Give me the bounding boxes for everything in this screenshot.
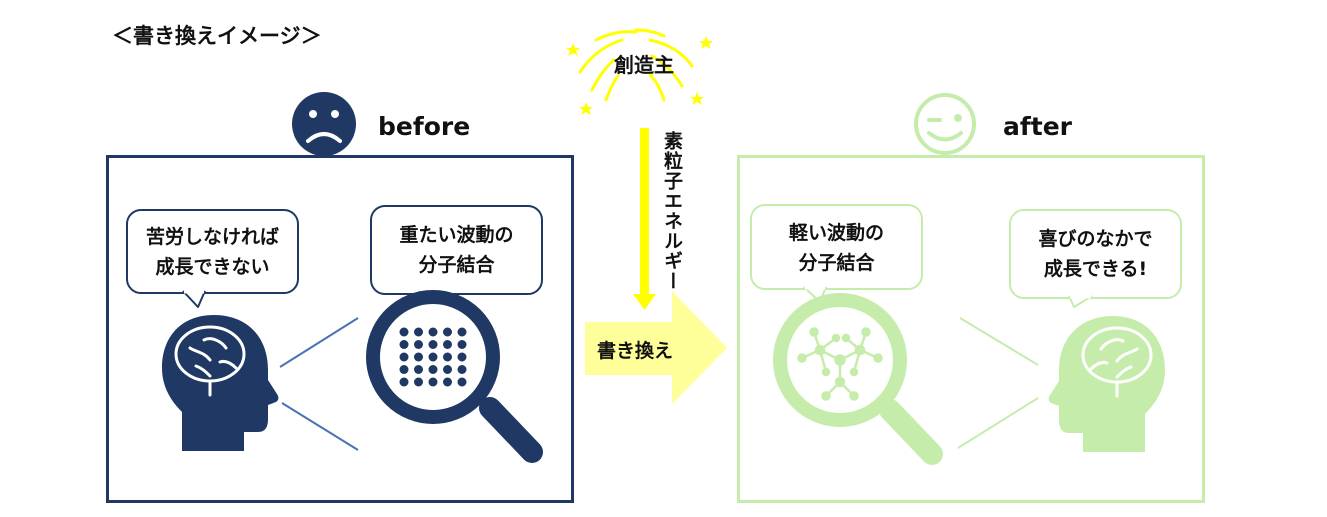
after-connector-bottom [957,397,1039,449]
molecule-dot [428,340,438,349]
before-thought-bubble-shape [126,209,299,308]
sad-face-icon [292,92,356,156]
creator-burst-icon [566,28,713,115]
after-thought-bubble-shape [1009,209,1182,308]
molecule-dot [428,327,438,337]
molecule-dot [457,352,467,362]
after-wave-bubble: 軽い波動の 分子結合 [751,218,922,278]
rewrite-label: 書き換え [597,340,674,362]
before-thought-bubble: 苦労しなければ 成長できない [127,222,298,282]
molecule-dot [414,352,423,362]
energy-down-arrow [633,128,656,310]
molecule-dot [428,377,438,387]
molecule-dot [457,327,467,337]
molecule-dot [414,377,423,387]
after-panel [737,155,1205,503]
after-label: after [1003,112,1072,141]
before-wave-line-2: 分子結合 [418,254,495,276]
molecule-dot-grid [399,327,467,387]
molecule-dot [457,377,467,387]
molecule-network-icon [797,327,883,401]
molecule-dot [399,377,409,387]
before-wave-line-1: 重たい波動の [399,224,514,246]
before-label: before [378,112,471,141]
energy-label: 素粒子エネルギー [661,131,683,291]
before-wave-bubble: 重たい波動の 分子結合 [371,220,542,280]
molecule-dot [443,327,452,337]
molecule-dot [457,340,467,349]
rewrite-arrow [585,291,727,404]
before-panel [106,155,574,503]
molecule-dot [399,365,409,374]
molecule-dot [428,365,438,374]
molecule-dot [443,377,452,387]
after-thought-line-2: 成長できる! [1043,258,1148,280]
after-wave-line-2: 分子結合 [798,252,875,274]
after-thought-bubble: 喜びのなかで 成長できる! [1010,224,1181,284]
smile-face-icon [914,93,976,155]
before-connector-bottom [281,402,359,451]
molecule-dot [399,327,409,337]
after-thought-line-1: 喜びのなかで [1038,228,1153,250]
molecule-dot [414,365,423,374]
magnifier-icon [366,290,543,463]
molecule-dot [443,352,452,362]
molecule-dot [399,352,409,362]
molecule-dot [428,352,438,362]
after-wave-line-1: 軽い波動の [788,222,884,244]
before-thought-line-1: 苦労しなければ [145,226,279,248]
magnifier-icon [773,293,943,465]
before-connector-top [279,317,359,368]
page-title: ＜書き換えイメージ＞ [112,24,322,48]
brain-head-icon [1048,316,1165,452]
molecule-dot [414,340,423,349]
before-thought-line-2: 成長できない [155,256,270,278]
molecule-dot [399,340,409,349]
molecule-dot [414,327,423,337]
brain-head-icon [162,315,279,451]
creator-label: 創造主 [614,53,674,77]
molecule-dot [443,365,452,374]
molecule-dot [443,340,452,349]
molecule-dot [457,365,467,374]
after-connector-top [959,317,1039,366]
